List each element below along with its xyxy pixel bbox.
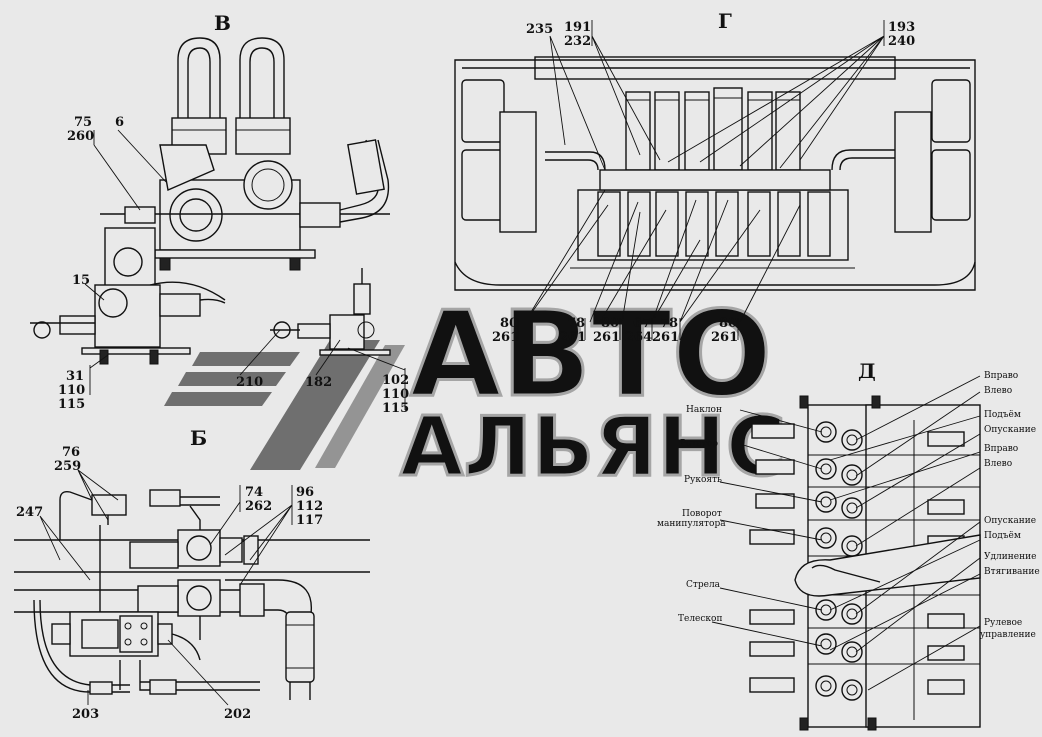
- view-d-right-label: Подъём: [984, 410, 1021, 420]
- watermark-line2: АЛЬЯНС: [400, 400, 786, 495]
- watermark: АВТО АЛЬЯНС: [164, 284, 788, 497]
- view-g-spools: [599, 87, 831, 191]
- view-d-left-label: Наклон: [686, 405, 722, 415]
- view-d-left-label: Телескоп: [678, 614, 722, 624]
- view-b-label: 112: [296, 499, 323, 514]
- view-g: Г: [454, 9, 976, 345]
- view-d-right-label: Удлинение: [984, 552, 1036, 562]
- view-d-right-label: Влево: [984, 386, 1012, 396]
- view-d-right-label: Опускание: [984, 516, 1036, 526]
- view-d-left-label: Стрела: [686, 580, 721, 590]
- view-d-right-label: Опускание: [984, 425, 1036, 435]
- view-b-label: 117: [296, 513, 323, 528]
- view-v-label: 110: [58, 383, 85, 398]
- view-d-handles: [749, 423, 795, 693]
- view-b-label: 202: [224, 707, 251, 722]
- view-g-label: 193: [888, 20, 915, 35]
- view-g-title: Г: [718, 9, 732, 33]
- view-g-label: 261: [711, 330, 738, 345]
- view-d-right-label: Подъём: [984, 531, 1021, 541]
- view-v-label: 6: [115, 115, 124, 130]
- view-b-label: 76: [62, 445, 80, 460]
- view-d: Д: [657, 359, 1040, 731]
- view-g-label: 80: [500, 316, 518, 331]
- watermark-line1: АВТО: [410, 285, 772, 423]
- view-v-label: 115: [58, 397, 85, 412]
- view-d-left-label: Поворот: [682, 509, 722, 519]
- view-b-label: 203: [72, 707, 99, 722]
- view-g-label: 240: [888, 34, 915, 49]
- view-v-label: 31: [66, 369, 84, 384]
- view-d-right-label: Влево: [984, 459, 1012, 469]
- view-v-label: 110: [382, 387, 409, 402]
- view-v-label: 115: [382, 401, 409, 416]
- view-d-left-label: Рукоять: [684, 475, 722, 485]
- view-d-right-label: Втягивание: [984, 567, 1040, 577]
- view-b-label: 262: [245, 499, 272, 514]
- view-d-ports: [815, 421, 863, 701]
- view-g-valve-sections: [597, 191, 831, 257]
- view-d-left-label: Ротатор: [680, 439, 718, 449]
- view-v-label: 260: [67, 129, 94, 144]
- view-d-left-label: манипулятора: [657, 519, 726, 529]
- view-g-label: 261: [652, 330, 679, 345]
- view-b-label: 259: [54, 459, 81, 474]
- view-d-right-label: Вправо: [984, 371, 1018, 381]
- view-g-label: 261: [492, 330, 519, 345]
- view-g-label: 191: [564, 20, 591, 35]
- view-v-label: 75: [74, 115, 92, 130]
- view-b-label: 96: [296, 485, 314, 500]
- view-v-label: 182: [305, 375, 332, 390]
- view-g-label: 264: [625, 330, 652, 345]
- view-v-title: В: [214, 11, 231, 35]
- view-v-label: 15: [72, 273, 90, 288]
- view-g-label: 235: [526, 22, 553, 37]
- view-b-label: 247: [16, 505, 43, 520]
- view-g-label: 232: [564, 34, 591, 49]
- view-d-title: Д: [858, 359, 876, 383]
- view-g-label: 261: [559, 330, 586, 345]
- view-d-right-label: Вправо: [984, 444, 1018, 454]
- view-g-label: 261: [593, 330, 620, 345]
- view-v-label: 102: [382, 373, 409, 388]
- view-g-label: 80: [719, 316, 737, 331]
- view-g-label: 78: [567, 316, 585, 331]
- view-g-label: 80: [601, 316, 619, 331]
- view-b: Б: [14, 426, 370, 722]
- view-g-label: 67: [633, 316, 651, 331]
- watermark-logo: [164, 340, 405, 470]
- view-v: В: [30, 11, 409, 416]
- view-b-title: Б: [190, 426, 207, 450]
- view-b-label: 74: [245, 485, 263, 500]
- view-v-label: 210: [236, 375, 263, 390]
- view-d-right-label: Рулевое: [984, 618, 1022, 628]
- view-g-label: 78: [660, 316, 678, 331]
- view-d-right-label: управление: [980, 630, 1036, 640]
